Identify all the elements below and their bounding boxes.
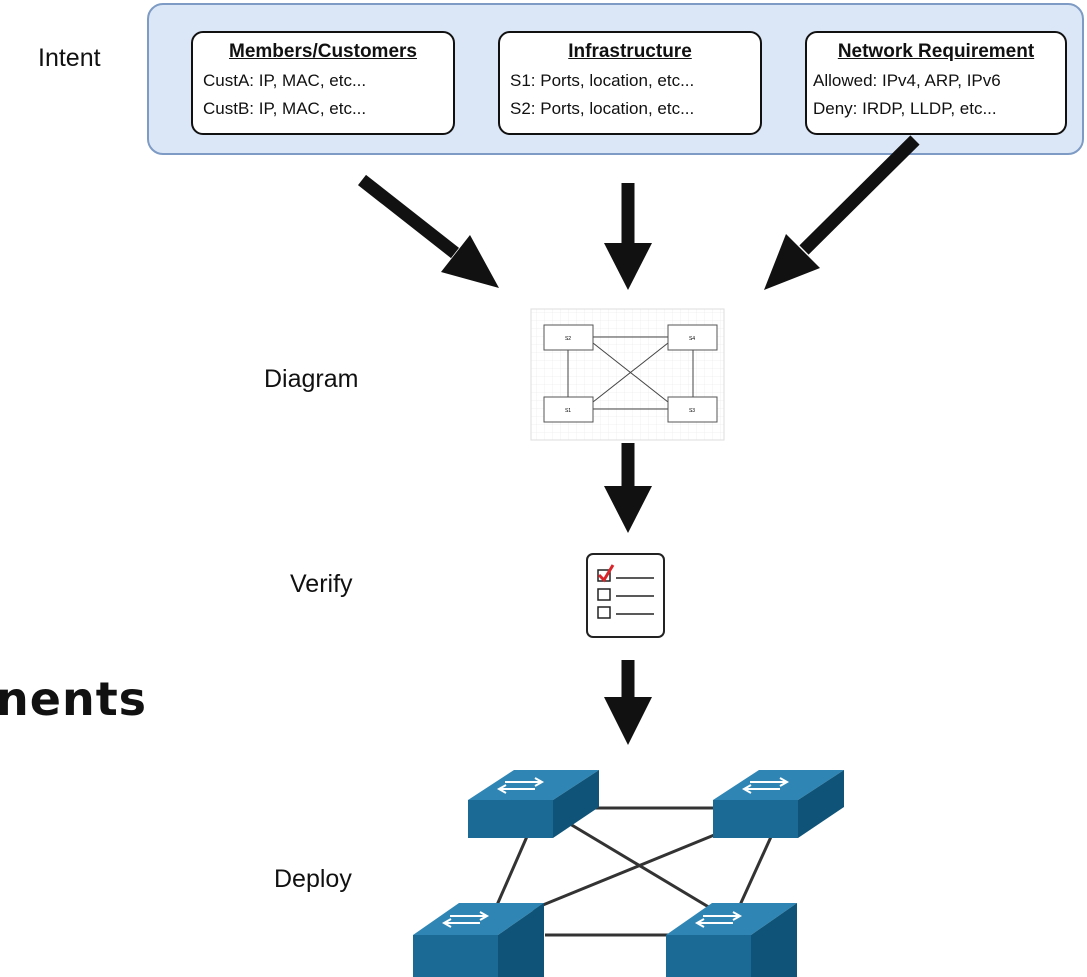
arrow-icon-verify-deploy: [604, 660, 652, 745]
intent-label: Intent: [38, 44, 101, 72]
thumb-node-s1: S1: [565, 408, 571, 414]
diagram-thumbnail: S2 S4 S1 S3: [530, 308, 725, 441]
arrow-icon-diagram-verify: [604, 443, 652, 533]
infrastructure-box: Infrastructure S1: Ports, location, etc.…: [498, 31, 762, 135]
thumb-node-s3: S3: [689, 408, 695, 414]
network-requirement-box: Network Requirement Allowed: IPv4, ARP, …: [805, 31, 1067, 135]
deploy-label: Deploy: [274, 865, 352, 893]
arrow-icon-network: [764, 135, 920, 290]
members-line-2: CustB: IP, MAC, etc...: [203, 99, 367, 118]
network-line-1: Allowed: IPv4, ARP, IPv6: [813, 71, 1001, 90]
arrow-icon-infrastructure: [604, 183, 652, 290]
network-switch-icon-bottom-right: [666, 903, 797, 977]
network-line-2: Deny: IRDP, LLDP, etc...: [813, 99, 997, 118]
infrastructure-line-1: S1: Ports, location, etc...: [510, 71, 695, 90]
checklist-icon: [586, 553, 665, 638]
switch-links: [495, 806, 777, 937]
members-customers-box: Members/Customers CustA: IP, MAC, etc...…: [191, 31, 455, 135]
intent-panel: Members/Customers CustA: IP, MAC, etc...…: [147, 3, 1084, 155]
members-line-1: CustA: IP, MAC, etc...: [203, 71, 367, 90]
infrastructure-line-2: S2: Ports, location, etc...: [510, 99, 695, 118]
verify-label: Verify: [290, 570, 353, 598]
partial-slide-heading: nents: [0, 672, 148, 726]
thumb-node-s2: S2: [565, 336, 571, 342]
network-switch-icon-bottom-left: [413, 903, 544, 977]
members-customers-title: Members/Customers: [229, 41, 417, 62]
diagram-label: Diagram: [264, 365, 359, 393]
infrastructure-title: Infrastructure: [568, 41, 692, 62]
arrow-icon-members: [357, 174, 499, 288]
network-switch-icon-top-right: [713, 770, 844, 838]
network-switch-icon-top-left: [468, 770, 599, 838]
thumb-node-s4: S4: [689, 336, 695, 342]
network-requirement-title: Network Requirement: [837, 41, 1035, 62]
